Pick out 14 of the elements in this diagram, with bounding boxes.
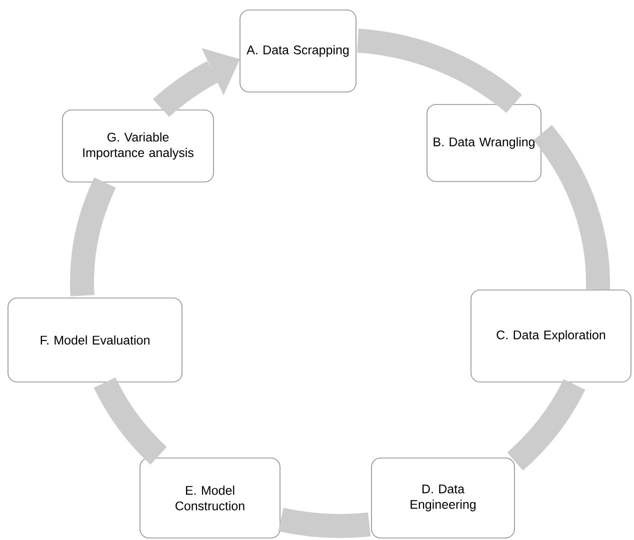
process-box: F. Model Evaluation [8,298,182,382]
process-box: A. Data Scrapping [240,10,356,92]
process-box: G. Variable Importance analysis [62,110,214,182]
cycle-segment [507,378,586,470]
cycle-segment [278,508,370,538]
cycle-segment [533,125,610,290]
cycle-segment [94,377,167,464]
process-box: D. Data Engineering [371,458,515,538]
cycle-segment [70,178,116,296]
cycle-arrow [153,48,240,117]
process-box: B. Data Wrangling [426,104,542,182]
process-box: C. Data Exploration [470,290,632,382]
cycle-segment [356,28,522,114]
process-box: E. Model Construction [140,458,280,538]
